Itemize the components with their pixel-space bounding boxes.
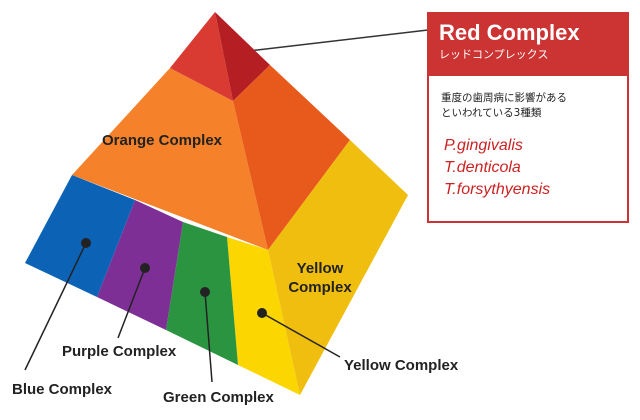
red-tier-left [170,12,233,101]
yellow-complex-label: Yellow Complex [344,357,459,374]
blue-callout-dot [81,238,91,248]
description-line-2: といわれている3種類 [441,107,542,119]
info-box-description: 重度の歯周病に影響がある といわれている3種類 [429,76,627,121]
red-complex-info-box: Red Complex レッドコンプレックス 重度の歯周病に影響がある といわれ… [427,12,629,223]
blue-tier [25,175,135,297]
orange-complex-label: Orange Complex [102,132,223,149]
purple-callout-line [117,267,146,339]
yellow-callout-line [261,312,341,358]
description-line-1: 重度の歯周病に影響がある [441,92,567,104]
green-callout-line [204,291,213,383]
red-tier-right [215,12,270,101]
species-item: P.gingivalis [444,137,523,154]
species-item: T.forsythyensis [444,181,551,198]
species-list: P.gingivalis T.denticola T.forsythyensis [429,135,627,201]
species-item: T.denticola [444,159,521,176]
green-callout-dot [200,287,210,297]
purple-tier [97,200,183,330]
yellow-tier-side [268,140,408,395]
yellow-face-label-line2: Complex [288,279,352,296]
orange-tier-right [233,65,350,250]
yellow-callout-dot [257,308,267,318]
orange-tier-left [72,68,268,250]
info-box-title: Red Complex [439,20,580,45]
purple-callout-dot [140,263,150,273]
blue-complex-label: Blue Complex [12,381,113,398]
info-box-subtitle: レッドコンプレックス [439,48,549,61]
yellow-face-label-line1: Yellow [297,260,344,277]
green-complex-label: Green Complex [163,389,275,406]
info-box-header: Red Complex レッドコンプレックス [429,14,627,76]
purple-complex-label: Purple Complex [62,343,177,360]
blue-callout-line [24,242,87,371]
